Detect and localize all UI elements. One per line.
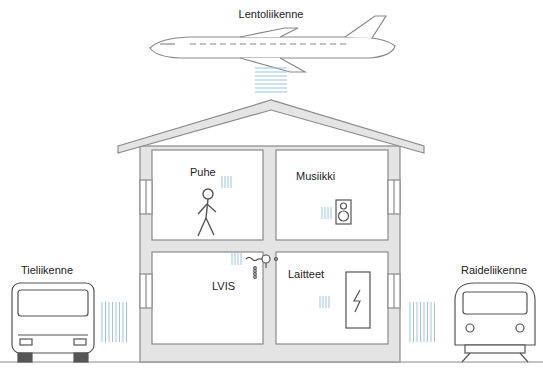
traffic-label: Lentoliikenne (239, 8, 304, 21)
sound-waves (102, 68, 435, 342)
appliance-cabinet (346, 272, 370, 328)
loudspeaker (336, 200, 351, 224)
room (276, 150, 388, 240)
train (455, 283, 535, 362)
airplane-windows (190, 44, 346, 45)
noise-source-label: Musiikki (296, 170, 335, 183)
noise-source-label: LVIS (212, 280, 235, 293)
room (276, 252, 388, 344)
bus (12, 283, 94, 362)
room (152, 150, 263, 240)
building-walls (140, 146, 400, 362)
noise-source-label: Laitteet (288, 268, 324, 281)
traffic-label: Tieliikenne (21, 264, 73, 277)
room-box: LVIS (152, 252, 263, 344)
noise-source-label: Puhe (190, 166, 216, 179)
hvac-symbol (246, 255, 278, 278)
room-box: Laitteet (276, 252, 388, 344)
walking-person (198, 189, 216, 236)
room-box: Musiikki (276, 150, 388, 240)
room-box: Puhe (152, 150, 263, 240)
roof (118, 100, 424, 153)
traffic-label: Raideliikenne (461, 264, 527, 277)
airplane (150, 16, 395, 72)
room (152, 252, 263, 344)
